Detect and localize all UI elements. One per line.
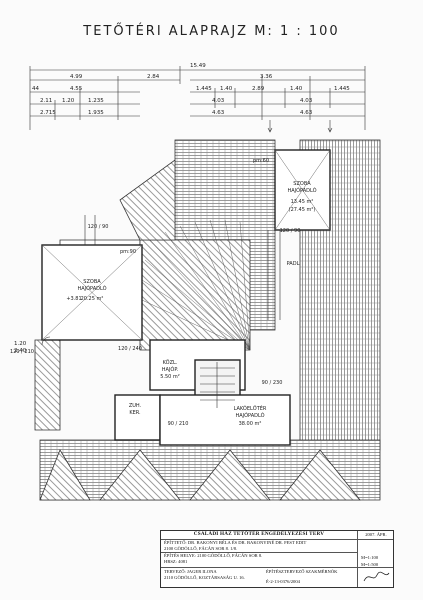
drawing-title: TETŐTÉRI ALAPRAJZ M: 1 : 100	[83, 24, 340, 39]
dim-left-d: 2.715	[40, 110, 56, 116]
tb-owner-addr: 2100 GÖDÖLLŐ, FÁCÁN SOR 8. 1/8.	[164, 546, 238, 551]
dim-left-total: 4.55	[70, 86, 83, 92]
tb-divider-2	[161, 552, 357, 553]
title-block: CSALÁDI HÁZ TETŐTÉR ENGEDÉLYEZÉSI TERV 2…	[160, 530, 394, 588]
signature-mark	[363, 571, 390, 582]
dim-right-d: 1.40	[290, 86, 303, 92]
room-right-name: SZOBA	[293, 181, 311, 187]
tb-scale2: M=1:500	[361, 562, 379, 567]
label-90-210: 90 / 210	[168, 421, 189, 427]
room-diagonals	[41, 149, 331, 341]
hall-name: KÖZL.	[163, 359, 178, 366]
room-right-area: 13.45 m²	[291, 199, 314, 205]
tb-date: 2007. ÁPR.	[365, 532, 387, 537]
tb-heading: CSALÁDI HÁZ TETŐTÉR ENGEDÉLYEZÉSI TERV	[193, 531, 325, 537]
dim-left-e: 1.935	[88, 110, 104, 116]
tb-divider	[161, 539, 393, 540]
room-left-area: 20.25 m²	[81, 296, 104, 302]
door-marks	[41, 215, 281, 346]
label-pm60: pm:60	[253, 158, 269, 164]
level-mark: +3.81	[66, 296, 81, 302]
label-120-90: 120 / 90	[88, 224, 109, 230]
dim-left-b: 1.20	[62, 98, 75, 104]
label-120-210: 120 / 210	[10, 349, 34, 355]
tb-vdivider	[357, 531, 358, 587]
dim-right-b: 1.40	[220, 86, 233, 92]
tb-scale1: M=1:100	[361, 555, 379, 560]
dimension-texts: 15.49 4.99 2.84 3.36 44 4.55 2.11 1.20 1…	[14, 63, 350, 354]
tb-designer-addr: 2110 GÖDÖLLŐ, KOZTÁRSASÁG U. 16.	[164, 575, 245, 580]
bath-name: ZUH.	[129, 403, 142, 409]
dim-side-a: 1.20	[14, 341, 27, 347]
opening-labels: pm:60 pm:90 120 / 90 120 / 210 120 / 90 …	[10, 158, 300, 427]
dim-side-b: 2.40	[14, 348, 27, 354]
room-left-sub: HAJÓPADLÓ	[77, 285, 106, 292]
dim-right-g: 4.03	[300, 98, 313, 104]
tb-site: ÉPÍTÉS HELYE: 2100 GÖDÖLLŐ, FÁCÁN SOR 8.	[164, 553, 263, 558]
label-90-230: 90 / 230	[262, 380, 283, 386]
tb-designer: TERVEZŐ: JAGER ILONA	[164, 569, 217, 574]
room-labels: SZOBA HAJÓPADLÓ 13.45 m² (27.45 m²) SZOB…	[77, 181, 316, 427]
dim-overall: 15.49	[190, 63, 206, 69]
living-area: 38.00 m²	[239, 421, 262, 427]
tb-owner: ÉPÍTTETŐ: DR. BAKONYI BÉLA ÉS DR. BAKONY…	[164, 540, 307, 545]
label-120-240: 120 / 240	[118, 346, 142, 352]
tb-hrsz: HRSZ: 4081	[164, 559, 188, 564]
hall-area: 5.50 m²	[160, 374, 180, 380]
living-name: LAKÓELŐTÉR	[234, 404, 267, 412]
attic-label: PADL	[287, 261, 300, 267]
label-120-90b: 120 / 90	[280, 228, 301, 234]
dim-left-mid: 2.84	[147, 74, 160, 80]
room-left-name: SZOBA	[83, 279, 101, 285]
room-right-area2: (27.45 m²)	[289, 207, 316, 213]
dim-right-e: 1.445	[334, 86, 350, 92]
tb-divider-3	[161, 567, 393, 568]
dim-left-a: 2.11	[40, 98, 52, 104]
dim-right-h: 4.63	[212, 110, 225, 116]
dim-right-f: 4.03	[212, 98, 225, 104]
dimension-lines	[29, 66, 366, 133]
living-sub: HAJÓPADLÓ	[235, 412, 264, 419]
roof-fan-lines	[141, 219, 251, 351]
dim-right-i: 4.63	[300, 110, 313, 116]
dim-left-c: 1.235	[88, 98, 104, 104]
dim-right-c: 2.89	[252, 86, 265, 92]
bath-sub: KER.	[129, 410, 141, 416]
tb-reg: É-2-13-0376/2004	[266, 579, 300, 584]
label-pm90: pm:90	[120, 249, 136, 255]
tb-expert: ÉPÍTÉSZTERVEZŐ SZAKMÉRNÖK	[266, 569, 338, 574]
room-right-sub: HAJÓPADLÓ	[287, 187, 316, 194]
dim-right-top: 3.36	[260, 74, 273, 80]
staircase	[200, 362, 235, 408]
hall-sub: HAJÓP.	[162, 366, 179, 373]
dim-right-a: 1.445	[196, 86, 212, 92]
dim-left-top: 4.99	[70, 74, 83, 80]
dim-left-hgt: 44	[32, 86, 39, 92]
